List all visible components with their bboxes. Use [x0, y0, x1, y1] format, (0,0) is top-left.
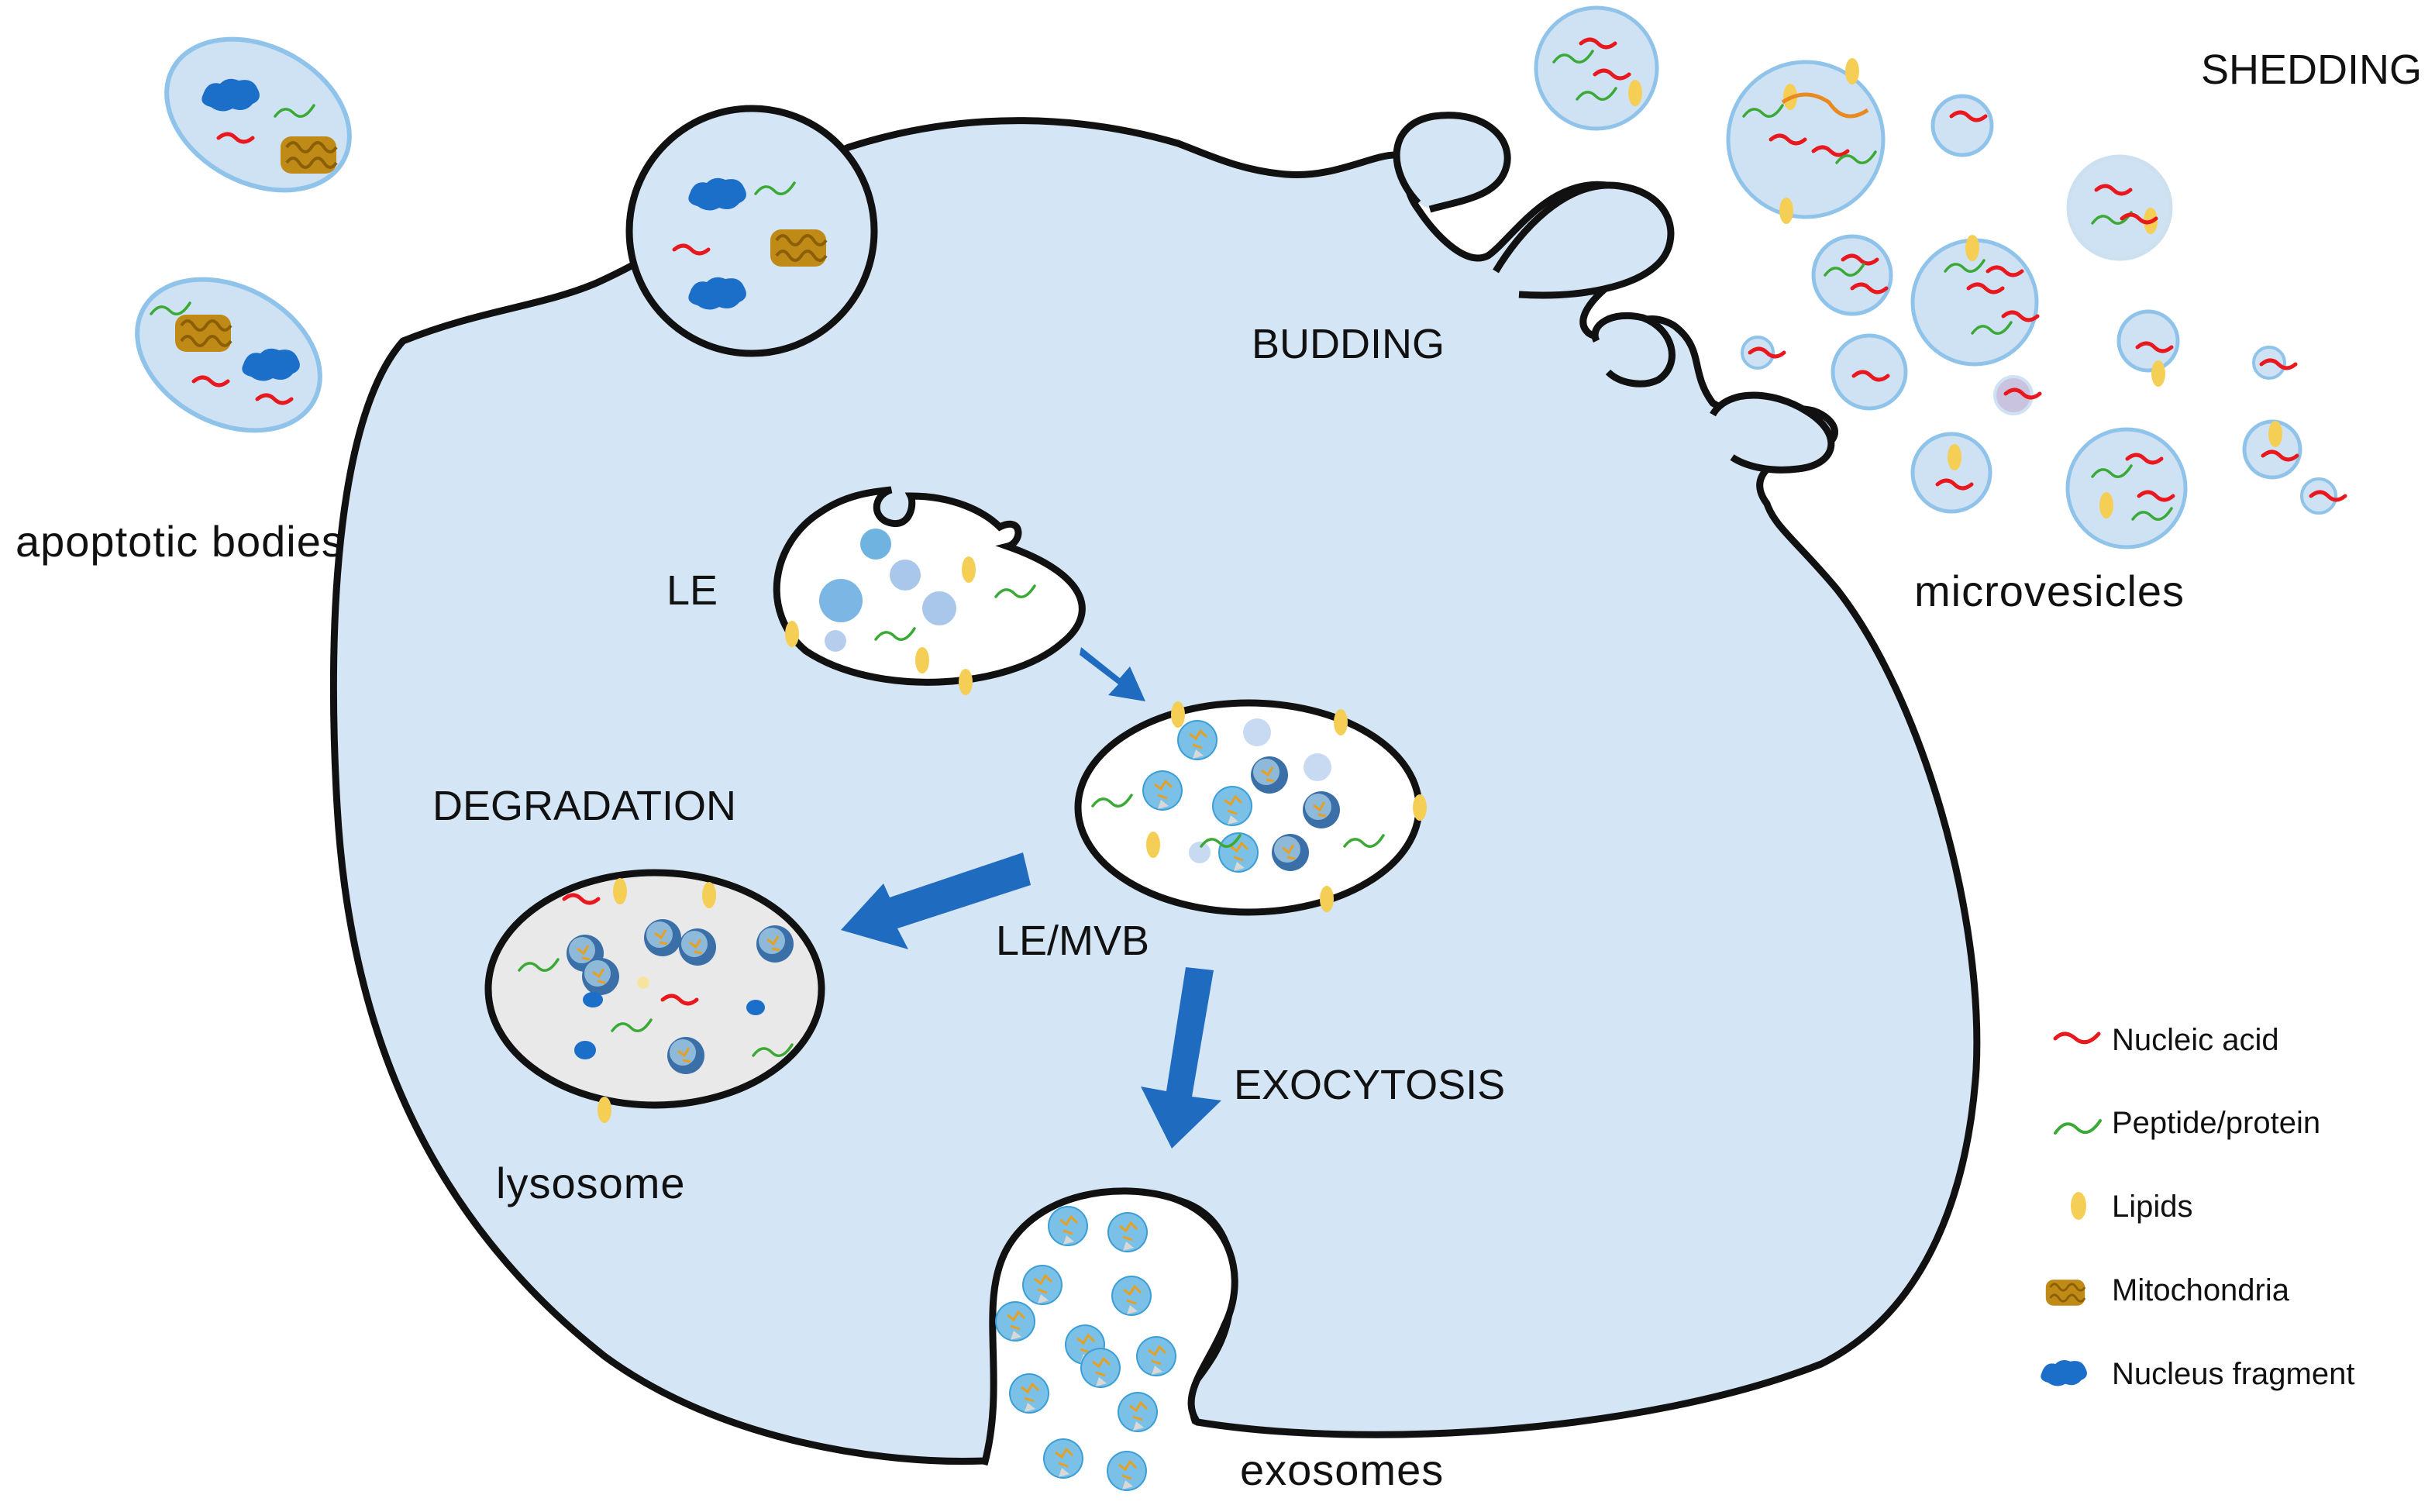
- arrow-mvb-to-lysosome: [841, 852, 1031, 949]
- microvesicle: [1993, 375, 2040, 415]
- legend-item-peptide: Peptide/protein: [2054, 1106, 2320, 1140]
- budding-bump-1: [1393, 112, 1511, 213]
- microvesicle: [1910, 432, 1992, 514]
- apoptotic-body-2: [135, 277, 322, 433]
- le-mvb: [1074, 699, 1427, 916]
- lysosome: [484, 869, 825, 1123]
- microvesicle: [1811, 234, 1893, 316]
- microvesicle: [1726, 58, 1886, 224]
- apoptotic-bud: [625, 105, 878, 357]
- peptide-icon: [2054, 1119, 2102, 1135]
- legend-label-nucleic-acid: Nucleic acid: [2112, 1023, 2279, 1057]
- legend-item-nucleus-fragment: Nucleus fragment: [2041, 1357, 2354, 1391]
- arrow-exocytosis: [1141, 967, 1221, 1149]
- microvesicle: [2252, 346, 2296, 380]
- label-exosomes: exosomes: [1240, 1445, 1444, 1494]
- legend: Nucleic acid Peptide/protein Lipids Mito…: [2041, 1023, 2354, 1391]
- microvesicle: [2066, 154, 2173, 261]
- arrow-le-to-mvb: [1080, 647, 1145, 701]
- microvesicle: [1534, 5, 1659, 131]
- microvesicle: [2300, 477, 2345, 515]
- legend-label-peptide: Peptide/protein: [2112, 1106, 2320, 1140]
- microvesicle: [2242, 419, 2302, 480]
- apoptotic-body-1: [164, 36, 352, 193]
- legend-item-nucleic-acid: Nucleic acid: [2053, 1023, 2279, 1057]
- microvesicle-group: [1534, 5, 2345, 549]
- budding-bump-3: [1591, 312, 1676, 387]
- legend-label-mitochondria: Mitochondria: [2112, 1273, 2290, 1307]
- label-shedding: SHEDDING: [2201, 46, 2422, 93]
- label-lysosome: lysosome: [496, 1159, 686, 1207]
- label-microvesicles: microvesicles: [1914, 567, 2185, 615]
- lipid-icon: [2071, 1192, 2086, 1220]
- label-apoptotic-bodies: apoptotic bodies: [15, 517, 344, 566]
- legend-label-nucleus-fragment: Nucleus fragment: [2112, 1357, 2354, 1391]
- legend-label-lipids: Lipids: [2112, 1190, 2193, 1224]
- legend-item-lipids: Lipids: [2071, 1190, 2193, 1224]
- microvesicle: [1910, 235, 2037, 367]
- nucleic-acid-icon: [2053, 1032, 2101, 1045]
- label-budding: BUDDING: [1252, 321, 1445, 367]
- microvesicle: [1831, 333, 1908, 411]
- label-degradation: DEGRADATION: [432, 783, 736, 829]
- late-endosome: [773, 486, 1086, 695]
- legend-item-mitochondria: Mitochondria: [2044, 1273, 2290, 1307]
- label-exocytosis: EXOCYTOSIS: [1234, 1062, 1505, 1108]
- exocytosis-pocket-outline: [980, 1187, 1238, 1466]
- label-le-mvb: LE/MVB: [996, 918, 1149, 964]
- label-le: LE: [666, 567, 718, 614]
- budding-bump-4: [1710, 391, 1835, 474]
- budding-bump-2: [1493, 181, 1675, 299]
- microvesicle: [1741, 336, 1784, 370]
- mitochondria-icon: [2044, 1278, 2086, 1307]
- microvesicle: [2116, 309, 2180, 387]
- nucleus-fragment-icon: [2041, 1360, 2087, 1386]
- microvesicle: [2065, 427, 2188, 549]
- microvesicle: [1930, 94, 1994, 157]
